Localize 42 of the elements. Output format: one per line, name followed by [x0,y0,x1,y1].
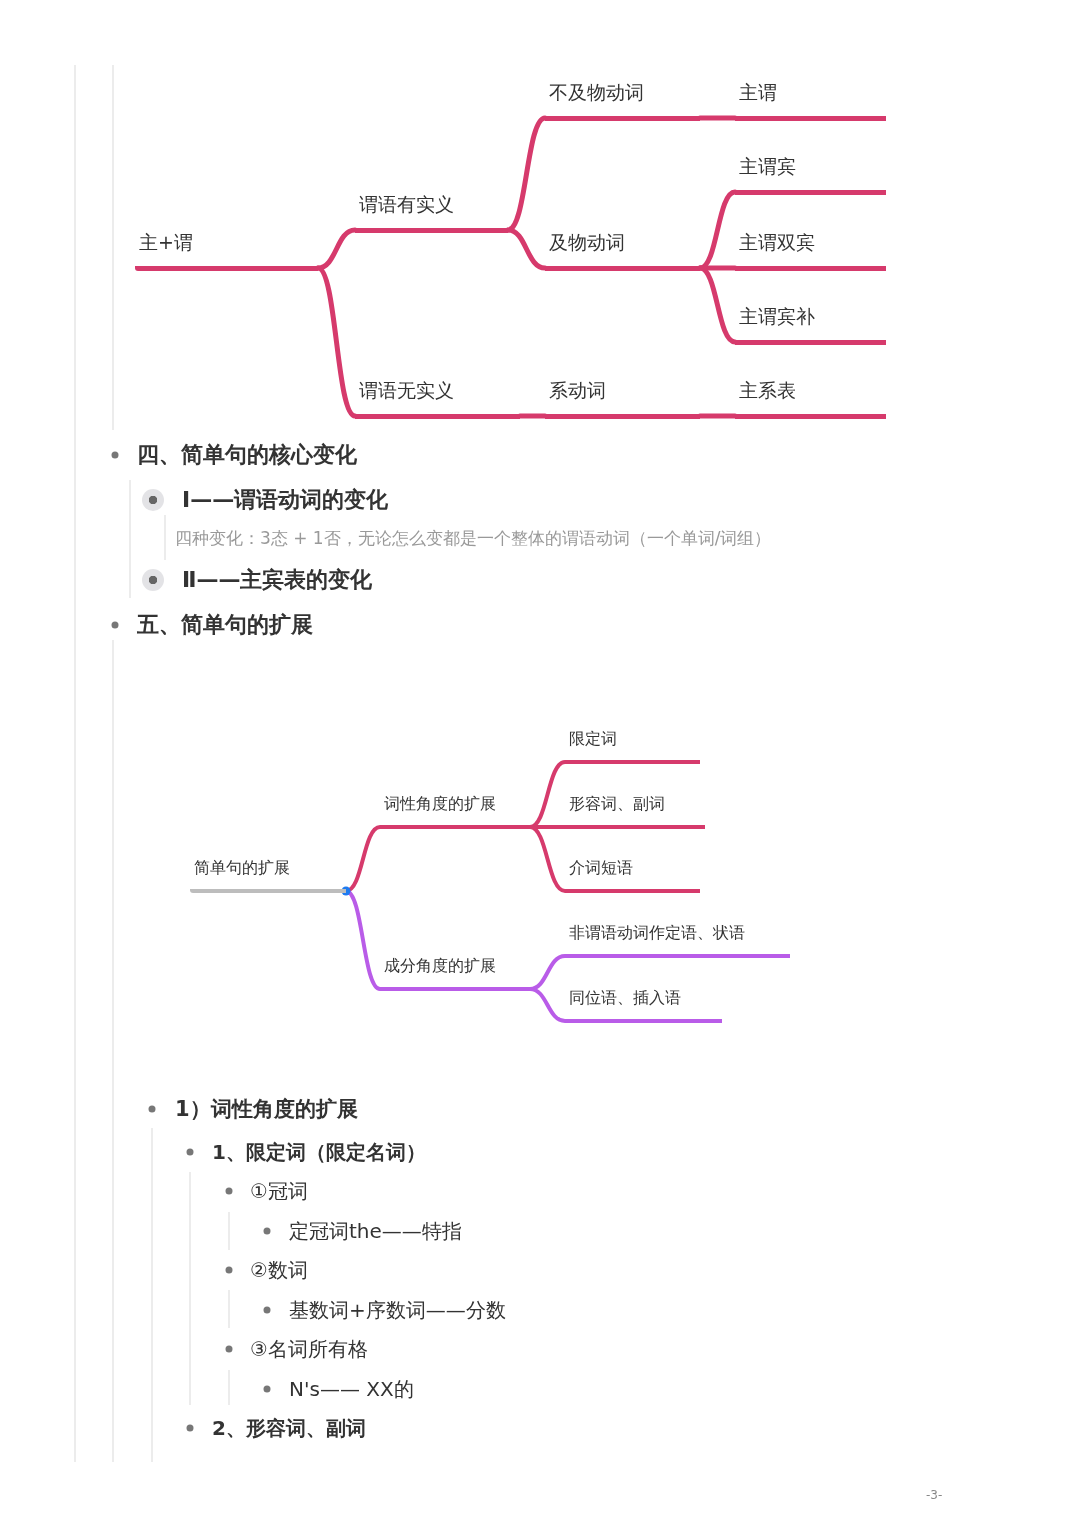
branch-line [315,265,358,419]
note-text: 四种变化：3态 + 1否，无论怎么变都是一个整体的谓语动词（一个单词/词组） [175,526,772,550]
page-number: -3- [926,1488,943,1502]
outline-item: 1、限定词（限定名词） [212,1138,426,1166]
branch-line [505,227,548,271]
branch-line [697,115,738,121]
branch-line [697,265,738,345]
outline-item: N's—— XX的 [289,1375,414,1403]
branch-topic: 词性角度的扩展 [380,785,530,829]
branch-topic: 主谓宾补 [735,300,886,345]
outline-item: ②数词 [250,1256,308,1284]
branch-topic: 不及物动词 [545,76,700,121]
branch-topic: 同位语、插入语 [565,979,722,1023]
branch-topic: 非谓语动词作定语、状语 [565,914,790,958]
outline-item: 1）词性角度的扩展 [175,1096,358,1123]
outline-item: ③名词所有格 [250,1335,368,1363]
branch-topic: 主谓双宾 [735,226,886,271]
branch-line [697,413,738,419]
outline-item: 2、形容词、副词 [212,1414,366,1442]
branch-topic: 系动词 [545,374,700,419]
outline-item: 五、简单句的扩展 [137,611,313,639]
outline-item: Ⅱ——主宾表的变化 [182,566,373,594]
outline-item: 基数词+序数词——分数 [289,1296,506,1324]
outline-item: ①冠词 [250,1177,308,1205]
branch-line [528,987,567,1023]
outline-item: Ⅰ——谓语动词的变化 [182,486,389,514]
outline-item: 四、简单句的核心变化 [137,441,357,469]
branch-line [315,227,358,271]
branch-topic: 谓语有实义 [355,188,508,233]
branch-topic: 及物动词 [545,226,700,271]
outline-item: 定冠词the——特指 [289,1217,462,1245]
branch-topic: 主+谓 [135,226,318,271]
branch-topic: 介词短语 [565,849,700,893]
branch-topic: 限定词 [565,720,700,764]
branch-topic: 成分角度的扩展 [380,947,530,991]
branch-topic: 简单句的扩展 [190,849,346,893]
branch-topic: 主谓宾 [735,150,886,195]
branch-topic: 形容词、副词 [565,785,705,829]
branch-topic: 主系表 [735,374,886,419]
branch-topic: 谓语无实义 [355,374,520,419]
branch-topic: 主谓 [735,76,886,121]
branch-line [517,413,548,419]
